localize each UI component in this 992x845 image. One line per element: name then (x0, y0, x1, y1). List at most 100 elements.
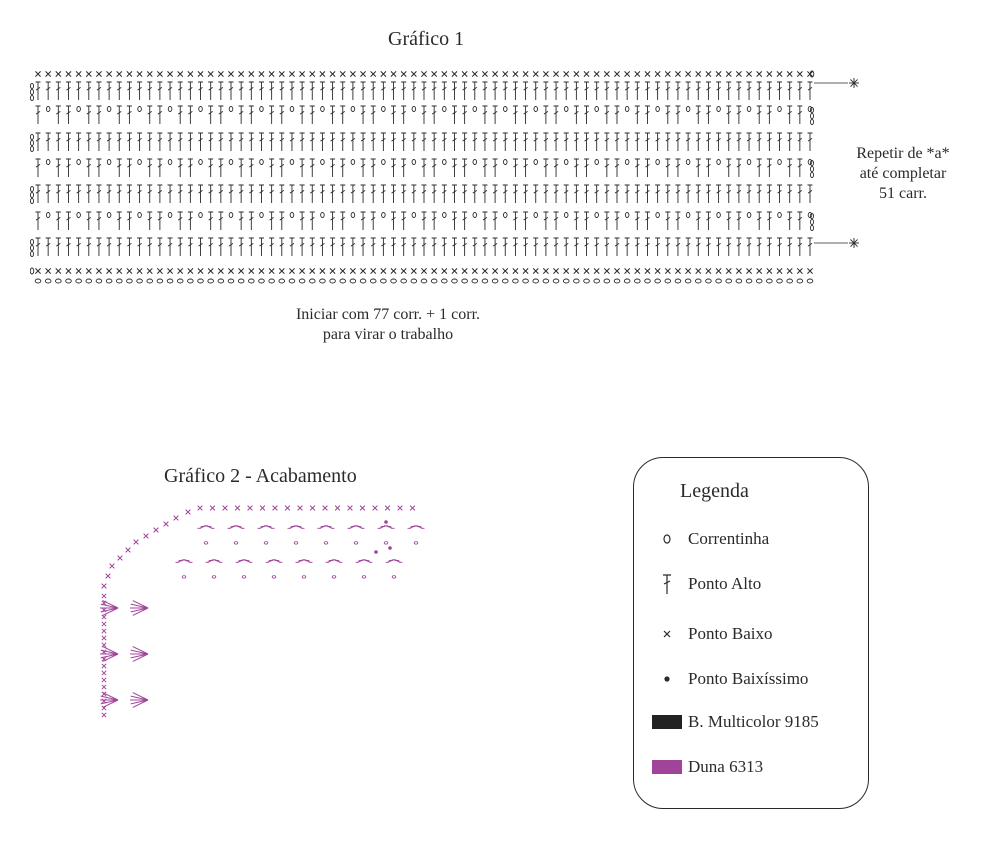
double-crochet-symbol (55, 105, 61, 124)
single-crochet-symbol (156, 71, 163, 77)
double-crochet-symbol (421, 132, 427, 151)
double-crochet-symbol (319, 184, 325, 203)
legend-item-ponto-alto: Ponto Alto (652, 572, 761, 596)
chain-stitch-symbol (533, 159, 538, 165)
double-crochet-symbol (634, 81, 640, 100)
chain-stitch-symbol (126, 278, 133, 284)
double-crochet-symbol (726, 132, 732, 151)
double-crochet-symbol (411, 184, 417, 203)
chain-stitch-symbol (381, 212, 386, 218)
chain-stitch-symbol (777, 212, 782, 218)
single-crochet-symbol (101, 712, 107, 718)
double-crochet-symbol (198, 237, 204, 256)
double-crochet-symbol (401, 105, 407, 124)
single-crochet-symbol (187, 71, 194, 77)
double-crochet-symbol (198, 81, 204, 100)
single-crochet-symbol (163, 521, 169, 527)
double-crochet-symbol (726, 105, 732, 124)
chain-stitch-symbol (716, 106, 721, 112)
double-crochet-symbol (492, 184, 498, 203)
chain-stitch-symbol (776, 278, 783, 284)
double-crochet-symbol (248, 211, 254, 230)
single-crochet-symbol (101, 691, 107, 697)
double-crochet-symbol (624, 237, 630, 256)
single-crochet-symbol (299, 268, 306, 274)
single-crochet-symbol (45, 268, 52, 274)
double-crochet-symbol (35, 81, 41, 100)
double-crochet-symbol (624, 184, 630, 203)
double-crochet-symbol (634, 237, 640, 256)
double-crochet-symbol (472, 237, 478, 256)
double-crochet-symbol (614, 211, 620, 230)
double-crochet-symbol (187, 158, 193, 177)
double-crochet-symbol (391, 237, 397, 256)
single-crochet-symbol (674, 268, 681, 274)
single-crochet-symbol (101, 663, 107, 669)
chain-stitch-symbol (380, 278, 387, 284)
single-crochet-symbol (360, 268, 367, 274)
double-crochet-symbol (584, 105, 590, 124)
single-crochet-symbol (512, 268, 519, 274)
chain-stitch-symbol (381, 106, 386, 112)
chain-stitch-symbol (137, 159, 142, 165)
double-crochet-symbol (370, 184, 376, 203)
double-crochet-symbol (248, 184, 254, 203)
double-crochet-symbol (360, 132, 366, 151)
shell-stitch-symbol (295, 559, 313, 579)
double-crochet-symbol (634, 132, 640, 151)
double-crochet-symbol (299, 81, 305, 100)
double-crochet-symbol (787, 132, 793, 151)
single-crochet-symbol (553, 71, 560, 77)
double-crochet-symbol (482, 158, 488, 177)
single-crochet-symbol (177, 71, 184, 77)
single-crochet-symbol (705, 268, 712, 274)
single-crochet-symbol (116, 268, 123, 274)
double-crochet-symbol (309, 211, 315, 230)
double-crochet-symbol (309, 105, 315, 124)
chain-stitch-symbol (746, 106, 752, 112)
double-crochet-symbol (55, 81, 61, 100)
double-crochet-symbol (350, 81, 356, 100)
single-crochet-symbol (384, 505, 391, 511)
chart1-start-note: Iniciar com 77 corr. + 1 corr. para vira… (238, 305, 538, 345)
double-crochet-symbol (106, 132, 112, 151)
single-crochet-symbol (234, 505, 241, 511)
single-crochet-symbol (136, 71, 143, 77)
legend-item-multicolor: B. Multicolor 9185 (652, 710, 819, 734)
double-crochet-symbol (462, 237, 468, 256)
chain-stitch-symbol (45, 159, 51, 165)
double-crochet-symbol (279, 158, 285, 177)
chain-stitch-symbol (176, 278, 184, 284)
single-crochet-symbol (35, 268, 41, 274)
double-crochet-symbol (238, 184, 244, 203)
double-crochet-symbol (756, 211, 762, 230)
double-crochet-symbol (218, 81, 224, 100)
double-crochet-symbol (756, 184, 762, 203)
single-crochet-symbol (248, 268, 255, 274)
single-crochet-symbol (258, 268, 265, 274)
chain-stitch-symbol (503, 212, 508, 218)
single-crochet-symbol (390, 71, 397, 77)
single-crochet-symbol (614, 71, 620, 77)
double-crochet-symbol (462, 81, 468, 100)
chain-stitch-symbol (583, 278, 590, 284)
double-crochet-symbol (695, 132, 701, 151)
double-crochet-symbol (126, 237, 132, 256)
double-crochet-symbol (543, 184, 549, 203)
single-crochet-symbol (167, 268, 174, 274)
double-crochet-symbol (482, 81, 488, 100)
double-crochet-symbol (655, 81, 661, 100)
chain-stitch-symbol (76, 212, 81, 218)
double-crochet-symbol (116, 132, 122, 151)
start-note-line: para virar o trabalho (322, 326, 454, 343)
chain-stitch-symbol (320, 212, 325, 218)
double-crochet-symbol (716, 81, 722, 100)
chain-stitch-symbol (65, 278, 72, 284)
single-crochet-symbol (238, 268, 245, 274)
single-crochet-symbol (372, 505, 378, 511)
chain-stitch-symbol (472, 159, 478, 165)
double-crochet-symbol (45, 132, 51, 151)
double-crochet-symbol (208, 158, 214, 177)
single-crochet-symbol (532, 71, 539, 77)
legend-title: Legenda (680, 480, 749, 502)
